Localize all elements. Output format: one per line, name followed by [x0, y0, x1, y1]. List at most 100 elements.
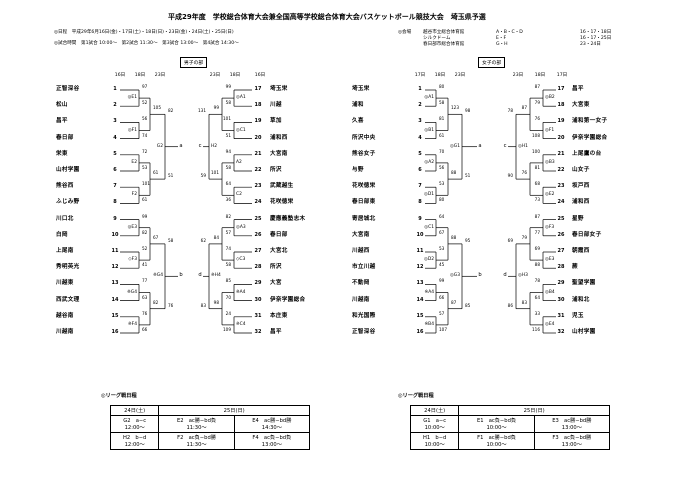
- match-score: 85: [465, 302, 471, 308]
- team-name: 上尾南: [56, 248, 74, 254]
- team-seed: 20: [254, 134, 262, 141]
- team-name: 所沢: [270, 264, 282, 271]
- team-seed: 5: [418, 150, 422, 157]
- team-seed: 9: [418, 215, 422, 222]
- match-code: ※C4: [236, 321, 246, 327]
- date-header: 23日: [209, 73, 221, 78]
- match-score: 51: [465, 173, 471, 179]
- date-header: 18日: [134, 73, 146, 78]
- match-score: 107: [439, 327, 447, 332]
- match-score: 116: [532, 327, 540, 332]
- match-code: ◇C3: [236, 257, 246, 263]
- team-name: 山村学園: [572, 329, 596, 335]
- league-tag: a: [179, 142, 183, 149]
- match-score: 76: [142, 310, 148, 316]
- team-seed: 27: [557, 248, 565, 254]
- team-seed: 25: [557, 215, 565, 222]
- team-name: 朝霞西: [572, 248, 590, 254]
- match-score: 79: [521, 234, 527, 240]
- match-score: 58: [225, 100, 231, 106]
- match-code: ◎D2: [423, 257, 434, 263]
- match-score: 83: [200, 302, 206, 308]
- match-score: 66: [439, 294, 445, 300]
- team-name: 大宮南: [270, 150, 288, 157]
- team-name: 伊奈学園総合: [270, 296, 306, 303]
- match-score: 81: [439, 116, 445, 122]
- team-seed: 16: [416, 329, 424, 335]
- match-code: ◎A1: [424, 95, 434, 101]
- league-tag: c: [198, 142, 202, 149]
- team-seed: 7: [113, 183, 117, 190]
- team-seed: 2: [113, 102, 117, 109]
- team-seed: 13: [111, 280, 119, 287]
- match-score: 90: [507, 173, 513, 179]
- match-score: 82: [142, 229, 148, 235]
- team-seed: 31: [254, 312, 262, 319]
- match-score: 33: [534, 310, 540, 316]
- team-name: 市立川越: [352, 264, 376, 271]
- team-name: 蕨: [572, 264, 578, 271]
- team-seed: 14: [416, 296, 424, 303]
- venue-name: シルクドーム: [423, 36, 451, 41]
- league-header-24: 24日(土): [409, 405, 460, 416]
- match-code: ◎C1: [236, 127, 246, 133]
- team-seed: 30: [254, 296, 262, 303]
- semi-code: G2: [156, 143, 163, 149]
- team-seed: 13: [416, 280, 424, 287]
- team-seed: 1: [113, 86, 117, 92]
- match-score: 87: [534, 213, 540, 219]
- venue-days: 23・24日: [580, 42, 601, 47]
- match-code: ※B4: [424, 321, 435, 327]
- match-score: 82: [168, 108, 174, 114]
- match-score: 88: [451, 234, 457, 240]
- team-name: 星野: [572, 215, 584, 222]
- match-score: 51: [225, 132, 231, 138]
- match-score: 36: [225, 197, 231, 203]
- match-score: 58: [225, 165, 231, 170]
- venue-name: 春日部市総合体育館: [423, 42, 465, 47]
- team-seed: 24: [254, 199, 262, 206]
- team-seed: 23: [557, 183, 565, 190]
- match-score: 101: [142, 181, 150, 187]
- match-score: 78: [534, 278, 540, 284]
- team-name: 浦和西: [572, 199, 590, 206]
- match-score: 105: [153, 105, 161, 111]
- team-name: 山女子: [572, 167, 590, 173]
- team-name: 川越南: [56, 329, 74, 335]
- venue-courts: E・F: [496, 36, 507, 41]
- team-seed: 4: [113, 134, 117, 141]
- team-seed: 19: [557, 118, 565, 125]
- match-code: ◎A2: [424, 159, 434, 165]
- team-seed: 26: [254, 231, 262, 238]
- team-name: 不動岡: [352, 280, 370, 287]
- team-name: 花咲徳栄: [352, 183, 376, 190]
- match-score: 123: [451, 105, 459, 111]
- match-code: ※A4: [424, 289, 434, 295]
- match-score: 53: [142, 165, 148, 170]
- match-score: 101: [223, 116, 231, 122]
- match-code: C2: [236, 192, 242, 198]
- team-name: 坂戸西: [572, 183, 590, 190]
- date-header: 23日: [454, 73, 466, 78]
- match-code: ◎E3: [545, 257, 555, 263]
- date-header: 18日: [229, 73, 241, 78]
- team-seed: 21: [557, 150, 565, 157]
- match-code: ◎A1: [236, 95, 246, 101]
- team-name: 慶應義塾志木: [270, 215, 306, 222]
- match-score: 70: [439, 148, 445, 154]
- match-score: 51: [168, 173, 174, 179]
- match-score: 67: [439, 229, 445, 235]
- semi-code: ◎G1: [449, 143, 460, 149]
- semi-code: ※G4: [153, 273, 163, 279]
- match-code: ◇F3: [128, 257, 137, 263]
- match-score: 58: [168, 237, 174, 243]
- match-code: ◎B4: [545, 289, 555, 295]
- team-seed: 3: [418, 118, 422, 125]
- date-header: 23日: [154, 73, 166, 78]
- team-seed: 15: [111, 312, 119, 319]
